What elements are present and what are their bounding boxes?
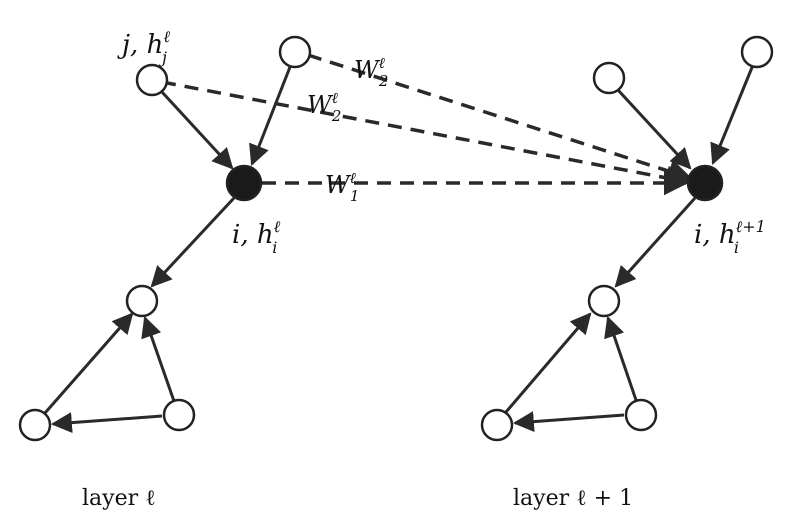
node-top-left [278, 35, 312, 69]
weight-edges [161, 53, 693, 196]
edge-br-to-bl [50, 412, 163, 434]
edge-j-to-i [160, 90, 234, 170]
right-layer-nodes [480, 35, 774, 442]
node-bottom-right-a [480, 408, 514, 442]
edge-rbr-to-rbl [512, 411, 625, 433]
edge-top-to-i [249, 66, 292, 166]
edge-ri-to-rmid [614, 196, 697, 288]
node-bottom-left-b [162, 398, 196, 432]
node-mid-right [587, 284, 621, 318]
node-top-right [740, 35, 774, 69]
node-mid-left [125, 284, 159, 318]
node-i-right [686, 164, 724, 202]
left-layer-nodes [18, 35, 312, 442]
caption-layer-left: layer ℓ [82, 486, 156, 511]
dashed-edge-top-to-right [307, 53, 693, 183]
node-rj [592, 61, 626, 95]
node-j [135, 63, 169, 97]
node-i-left [225, 164, 263, 202]
left-layer-edges [43, 66, 292, 434]
edge-rtop-to-ri [710, 64, 755, 165]
caption-layer-right: layer ℓ + 1 [513, 486, 633, 511]
edge-br-to-mid [141, 316, 177, 405]
edge-i-to-mid [150, 196, 236, 288]
node-bottom-right-b [624, 398, 658, 432]
edge-bl-to-mid [43, 312, 134, 414]
right-layer-edges [504, 64, 755, 433]
edge-rj-to-ri [616, 88, 692, 170]
edge-rbl-to-rmid [504, 312, 592, 413]
dashed-edge-j-to-right [161, 80, 691, 190]
edge-rbr-to-rmid [604, 316, 639, 404]
node-bottom-left-a [18, 408, 52, 442]
